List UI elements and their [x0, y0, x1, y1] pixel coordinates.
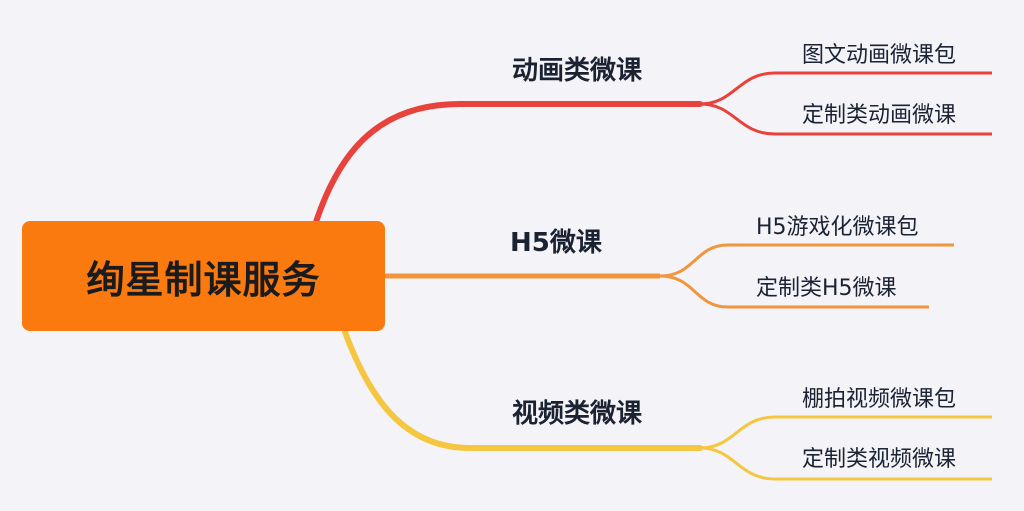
connector-branch-2-leaf-2: [659, 274, 929, 309]
connector-branch-2-leaf-1: [659, 243, 954, 278]
connector-branch-3-leaf-2: [699, 446, 992, 481]
connector-root-branch-3: [342, 329, 703, 451]
leaf-topic-animation-package[interactable]: 图文动画微课包: [802, 43, 957, 68]
connector-root-branch-1: [313, 101, 703, 225]
root-topic-label: 绚星制课服务: [86, 257, 321, 302]
connector-branch-1-leaf-1: [699, 71, 992, 106]
root-topic[interactable]: 绚星制课服务: [22, 221, 385, 331]
branch-topic-animation[interactable]: 动画类微课: [512, 56, 643, 86]
leaf-topic-custom-video[interactable]: 定制类视频微课: [802, 447, 957, 472]
connector-branch-3-leaf-1: [699, 415, 992, 450]
branch-topic-video[interactable]: 视频类微课: [512, 399, 643, 429]
branch-topic-h5[interactable]: H5微课: [510, 228, 602, 258]
connector-branch-1-leaf-2: [699, 102, 992, 136]
leaf-topic-custom-h5[interactable]: 定制类H5微课: [756, 276, 897, 301]
leaf-topic-studio-video-package[interactable]: 棚拍视频微课包: [802, 387, 957, 412]
leaf-topic-h5-game-package[interactable]: H5游戏化微课包: [756, 215, 919, 240]
leaf-topic-custom-animation[interactable]: 定制类动画微课: [802, 103, 957, 128]
